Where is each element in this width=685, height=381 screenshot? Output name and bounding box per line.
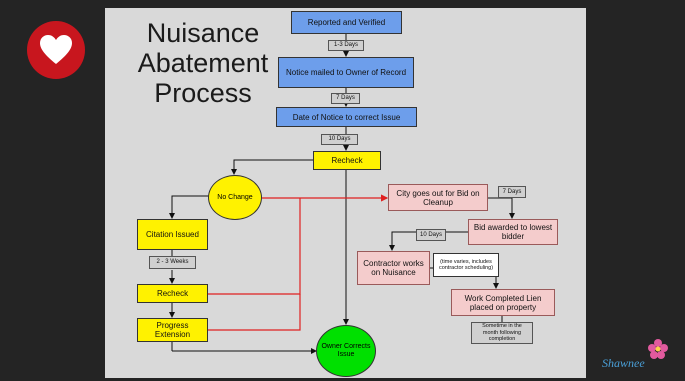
arrow-nochange-to-citation: [169, 195, 210, 219]
contractor-time-note: (time varies, includes contractor schedu…: [433, 253, 499, 277]
owner-corrects-circle: Owner Corrects Issue: [316, 325, 376, 377]
progress-extension-box: Progress Extension: [137, 318, 208, 342]
lien-timing-note: Sometime in the month following completi…: [471, 322, 533, 344]
title-line-2: Abatement: [137, 48, 269, 78]
bid-awarded-box: Bid awarded to lowest bidder: [468, 219, 558, 245]
recheck-top-box: Recheck: [313, 151, 381, 170]
reported-verified-box: Reported and Verified: [291, 11, 402, 34]
arrow-recheck-to-nochange: [231, 159, 313, 175]
flower-icon: [648, 339, 668, 359]
title-line-3: Process: [154, 78, 252, 108]
city-logo: [588, 336, 670, 376]
slide-title: Nuisance Abatement Process: [128, 18, 278, 108]
no-change-circle: No Change: [208, 175, 262, 220]
duration-10-days-a: 10 Days: [321, 134, 358, 145]
date-of-notice-box: Date of Notice to correct Issue: [276, 107, 417, 127]
heart-icon: [40, 35, 72, 64]
work-completed-box: Work Completed Lien placed on property: [451, 289, 555, 316]
duration-2-3-weeks: 2 - 3 Weeks: [149, 256, 196, 269]
duration-7-days-b: 7 Days: [498, 186, 526, 198]
recheck-left-box: Recheck: [137, 284, 208, 303]
notice-mailed-box: Notice mailed to Owner of Record: [278, 57, 414, 88]
duration-10-days-b: 10 Days: [416, 229, 446, 241]
city-bid-box: City goes out for Bid on Cleanup: [388, 184, 488, 211]
logo-text: Shawnee: [602, 356, 645, 370]
duration-7-days-a: 7 Days: [331, 93, 360, 104]
citation-issued-box: Citation Issued: [137, 219, 208, 250]
heart-logo: [27, 21, 85, 79]
contractor-box: Contractor works on Nuisance: [357, 251, 430, 285]
duration-1-3-days: 1-3 Days: [328, 40, 364, 51]
red-line-progress: [208, 294, 301, 331]
title-line-1: Nuisance: [146, 18, 260, 48]
arrow-bid-to-awarded: [488, 197, 515, 219]
